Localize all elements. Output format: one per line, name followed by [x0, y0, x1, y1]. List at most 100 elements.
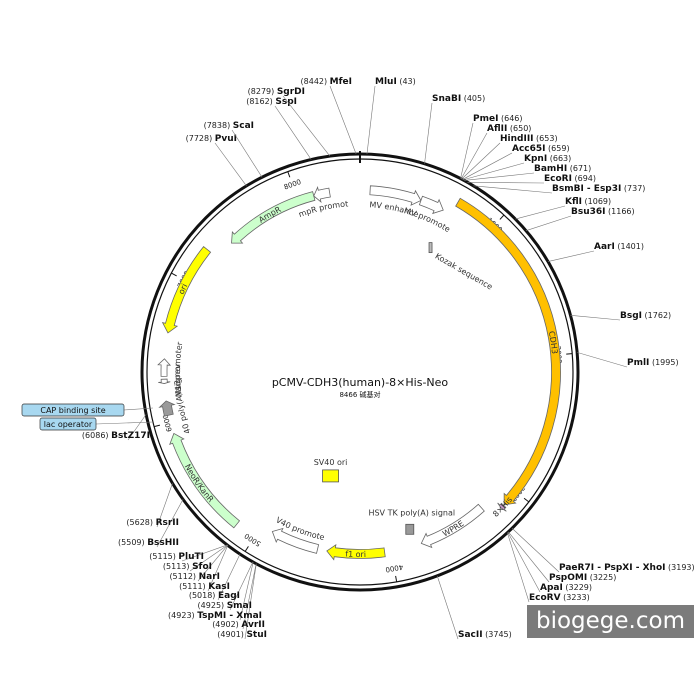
site-pvui-line — [214, 142, 247, 187]
site-aari-name: AarI — [594, 242, 615, 252]
tick-1000 — [499, 214, 505, 220]
site-mfei-label: (8442) MfeI — [301, 77, 352, 87]
tick-label-5000: 5000 — [243, 531, 262, 547]
site-ecorv-label: EcoRV (3233) — [529, 593, 590, 603]
feature-ori — [161, 246, 212, 334]
watermark: biogege.com — [527, 605, 694, 638]
site-ecori-name: EcoRI — [544, 174, 572, 184]
site-apai-name: ApaI — [540, 583, 563, 593]
site-sfoi-name: SfoI — [192, 562, 212, 572]
site-tspmi-xmai-position: (4923) — [168, 611, 197, 620]
site-eagi-name: EagI — [218, 591, 240, 601]
feature-8-his-label-text: 8×His — [491, 495, 514, 519]
site-bsmbi-esp3i-name: BsmBI - Esp3I — [552, 184, 621, 194]
feature-m13-rev — [158, 378, 171, 384]
feature-sv40-promoter-label: SV40 promoter — [0, 0, 325, 542]
feature-lac-promoter-label-text: lac promoter — [173, 341, 185, 395]
feature-wpre — [420, 503, 485, 549]
site-kfli-position: (1069) — [582, 197, 611, 206]
site-bamhi-label: BamHI (671) — [534, 164, 591, 174]
site-bstz17i-line — [127, 414, 147, 441]
site-mlui-label: MluI (43) — [375, 77, 416, 87]
feature-cdh3 — [455, 197, 561, 506]
tick-6000 — [153, 424, 161, 428]
site-snabi-position: (405) — [461, 94, 485, 103]
site-avrii-position: (4902) — [212, 620, 241, 629]
site-sacii-line — [436, 575, 459, 640]
site-bsgi-name: BsgI — [620, 311, 642, 321]
site-pmli-name: PmlI — [627, 358, 649, 368]
site-pmei-name: PmeI — [473, 114, 498, 124]
box-lac-operator-text: lac operator — [44, 420, 93, 429]
site-paer7i-pspxi-xhoi-label: PaeR7I - PspXI - XhoI (3193) — [559, 563, 695, 573]
feature-sv40-poly-a-signal — [158, 400, 176, 417]
site-kpni-line — [462, 162, 525, 181]
site-mlui-line — [366, 85, 376, 155]
boxed-labels: CAP binding site lac operator — [21, 403, 154, 431]
site-rsrii-position: (5628) — [126, 518, 155, 527]
site-kasi-label: (5111) KasI — [179, 582, 230, 592]
box-cap-binding-site-line — [123, 407, 154, 411]
site-sspi-label: (8162) SspI — [246, 97, 297, 107]
site-smai-line — [229, 561, 254, 611]
backbone-inner — [146, 158, 574, 586]
feature-kozak-sequence — [428, 242, 433, 254]
site-nari-label: (5112) NarI — [169, 572, 220, 582]
feature-sv40-promoter — [271, 527, 320, 554]
site-bsshii-line — [156, 499, 184, 548]
feature-hsv-tk-poly-a-signal-label: HSV TK poly(A) signal — [368, 508, 455, 517]
feature-cmv-enhancer-label-text: CMV enhancer — [0, 0, 420, 219]
feature-kozak-sequence-label: Kozak sequence — [434, 252, 494, 292]
site-paer7i-pspxi-xhoi-line — [511, 528, 560, 573]
site-sfoi-line — [189, 544, 228, 572]
site-mfei-name: MfeI — [330, 77, 352, 87]
site-pvui-position: (7728) — [186, 134, 215, 143]
site-snabi-line — [424, 102, 433, 164]
site-bsshii-position: (5509) — [118, 538, 147, 547]
feature-ampr-label-path — [234, 199, 315, 245]
site-scai-label: (7838) ScaI — [204, 121, 254, 131]
site-eagi-position: (5018) — [189, 591, 218, 600]
feature-f1-ori-label-text: f1 ori — [345, 549, 366, 559]
site-kasi-line — [207, 545, 229, 592]
site-apai-position: (3229) — [563, 583, 592, 592]
site-snabi-label: SnaBI (405) — [432, 94, 485, 104]
site-smai-position: (4925) — [198, 601, 227, 610]
box-cap-binding-site-text: CAP binding site — [40, 406, 105, 415]
site-sacii-name: SacII — [458, 630, 483, 640]
tick-4000 — [395, 575, 398, 582]
feature-ampr-label-text: AmpR — [257, 205, 283, 225]
feature-8-his — [497, 502, 507, 512]
tick-2000 — [566, 353, 573, 355]
site-bsgi-position: (1762) — [642, 311, 671, 320]
site-ecori-label: EcoRI (694) — [544, 174, 596, 184]
site-kpni-name: KpnI — [524, 154, 547, 164]
site-acc65i-name: Acc65I — [512, 144, 546, 154]
site-tspmi-xmai-line — [239, 561, 254, 621]
feature-8-his-label: 8×His — [491, 495, 514, 519]
site-bsmbi-esp3i-position: (737) — [621, 184, 645, 193]
site-nari-name: NarI — [199, 572, 220, 582]
site-bsgi-label: BsgI (1762) — [620, 311, 671, 321]
site-bsu36i-line — [525, 215, 572, 231]
tick-label-4000: 4000 — [385, 563, 404, 574]
site-aari-position: (1401) — [615, 242, 644, 251]
site-bstz17i-position: (6086) — [82, 431, 111, 440]
site-bsshii-label: (5509) BssHII — [118, 538, 179, 548]
site-pspomi-label: PspOMI (3225) — [549, 573, 616, 583]
site-acc65i-position: (659) — [546, 144, 570, 153]
site-aflii-name: AflII — [487, 124, 507, 134]
site-acc65i-label: Acc65I (659) — [512, 144, 570, 154]
site-apai-line — [507, 532, 541, 593]
feature-ampr-promoter — [313, 186, 331, 203]
site-scai-name: ScaI — [233, 121, 254, 131]
feature-sv40-promoter-label-text: SV40 promoter — [0, 0, 325, 542]
site-paer7i-pspxi-xhoi-name: PaeR7I - PspXI - XhoI — [559, 563, 665, 573]
site-rsrii-name: RsrII — [156, 518, 179, 528]
site-bsu36i-label: Bsu36I (1166) — [571, 207, 635, 217]
site-avrii-label: (4902) AvrII — [212, 620, 265, 630]
site-pmei-position: (646) — [498, 114, 522, 123]
restriction-sites: (8442) MfeI MluI (43) SnaBI (405) PmeI (646… — [21, 77, 695, 640]
tick-label-8000: 8000 — [283, 178, 302, 192]
